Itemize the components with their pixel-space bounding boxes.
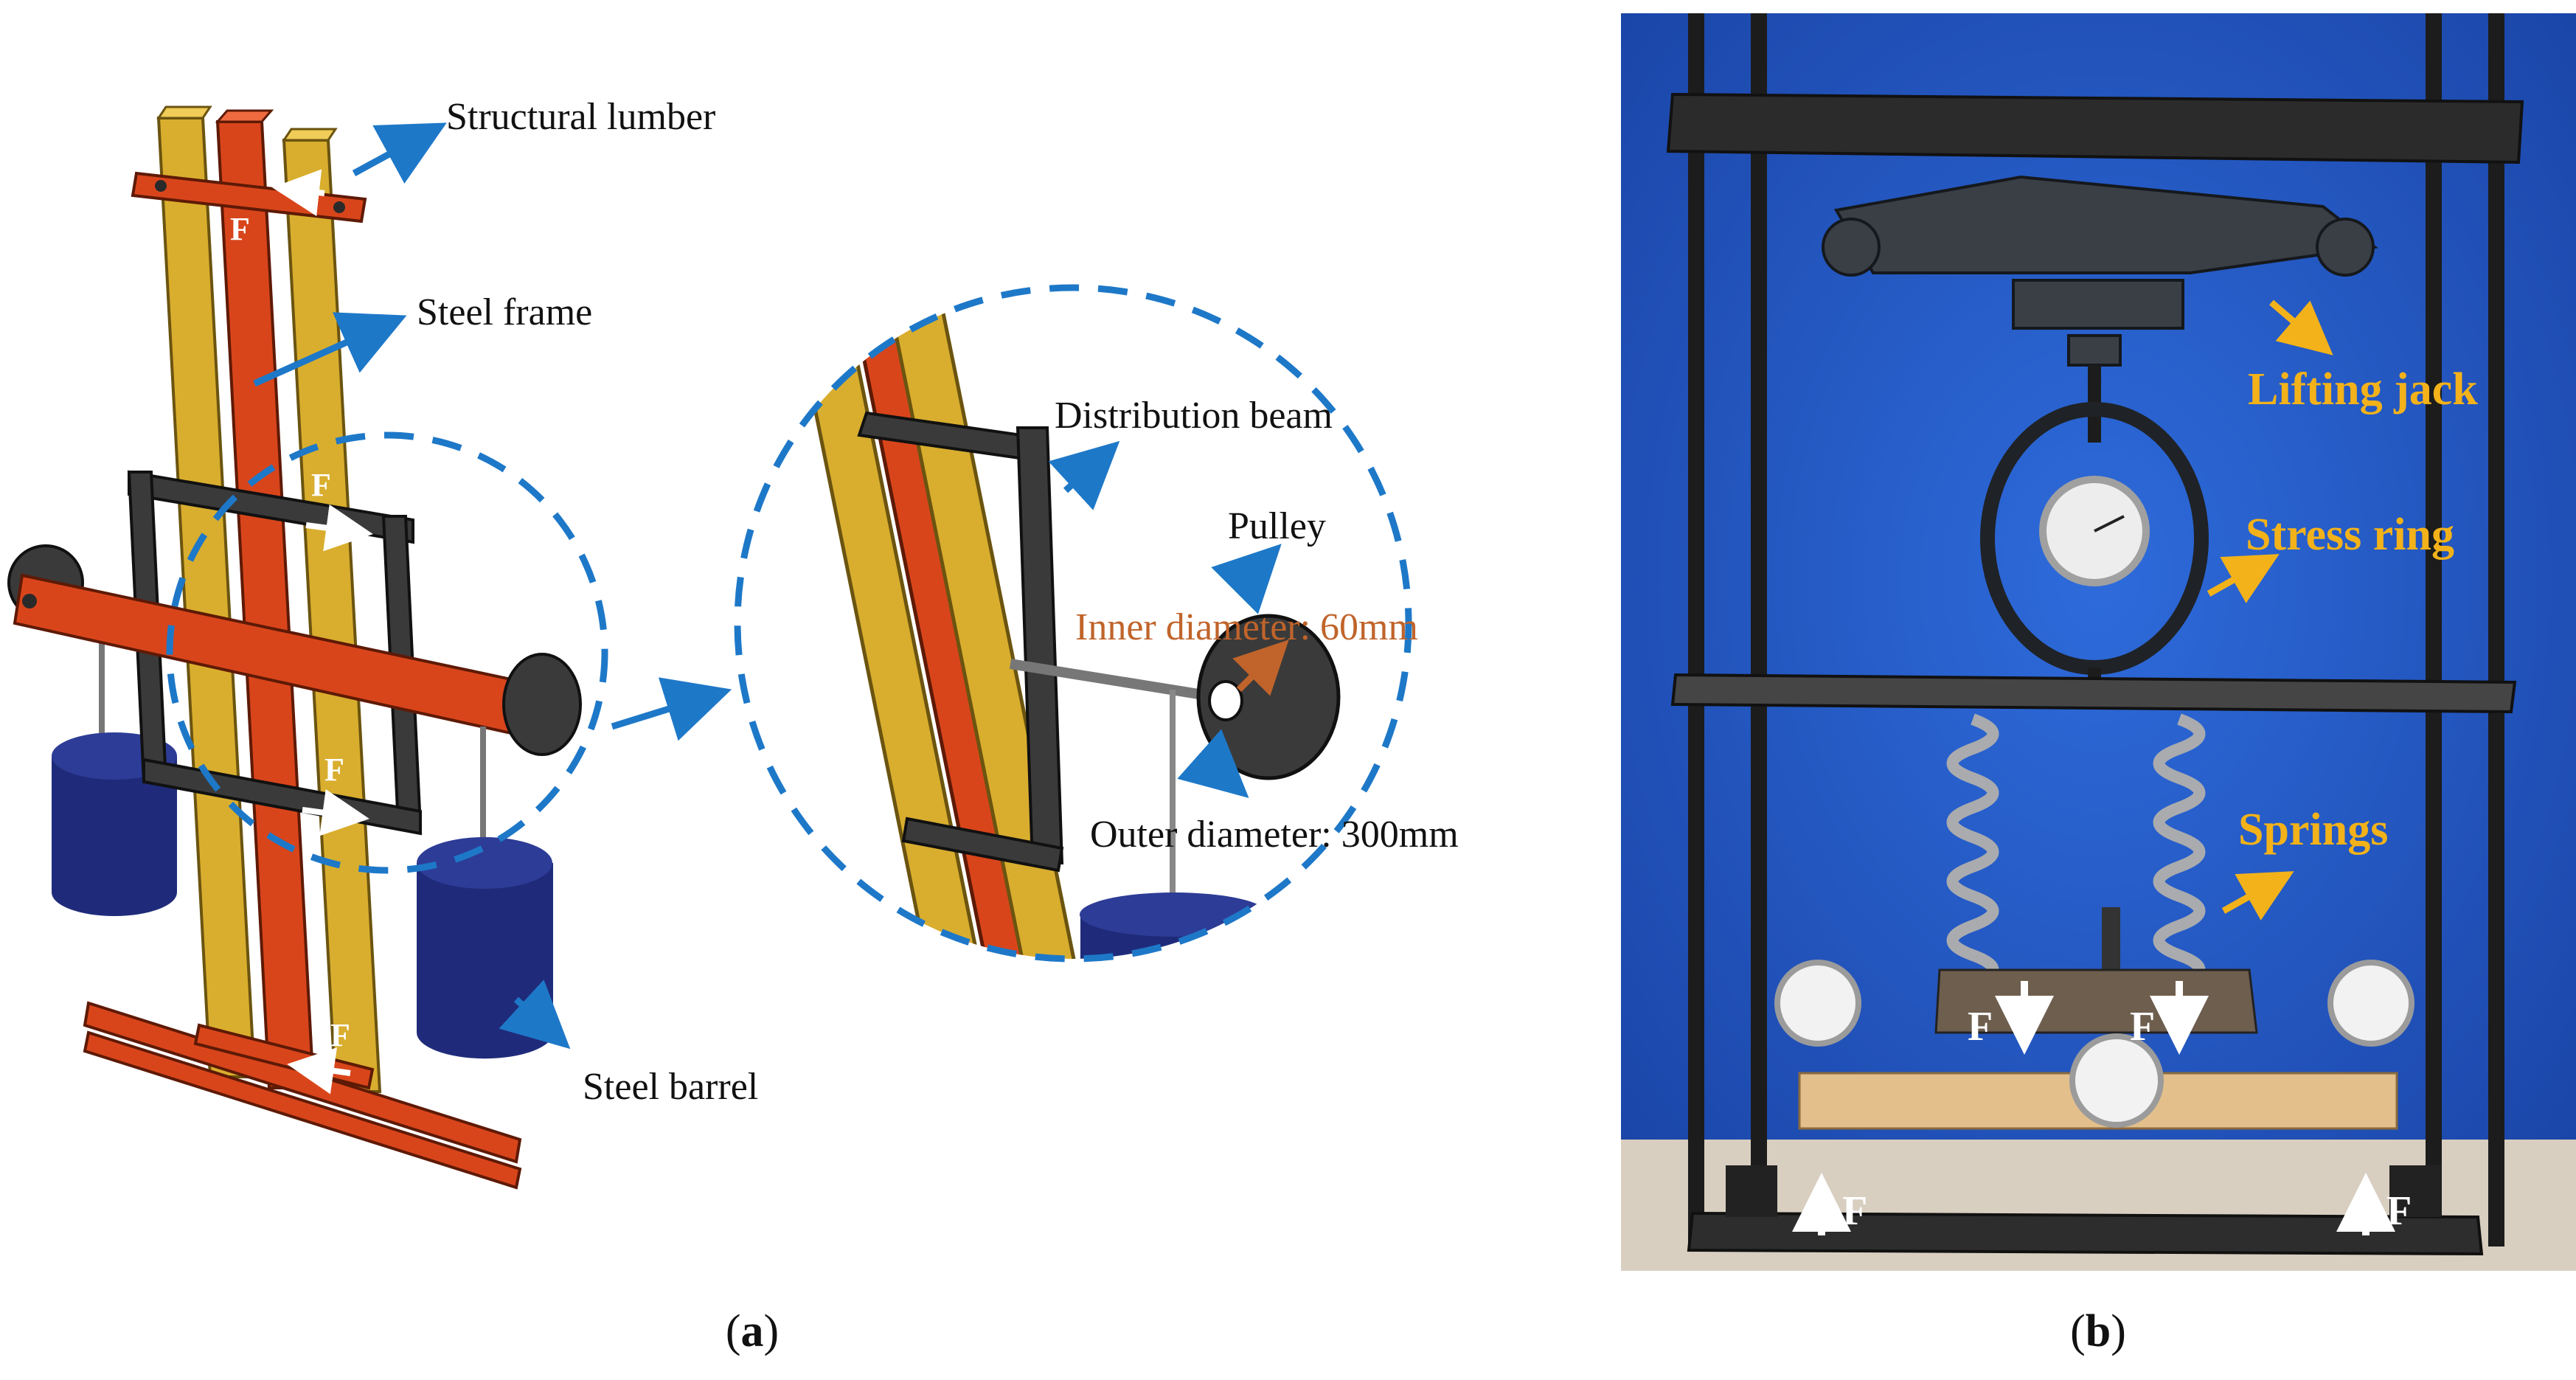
inner-diameter-arrow [1232, 639, 1289, 696]
stress-ring [1980, 365, 2209, 690]
middle-plate [1670, 673, 2517, 714]
force-arrows-b [1792, 981, 2395, 1235]
cross-beam [7, 544, 582, 756]
force-label: F [2130, 1004, 2155, 1050]
panel-a: F F F F [7, 96, 1459, 1356]
base-plate [1687, 1211, 2484, 1256]
force-label: F [324, 752, 344, 788]
caption-a: (a) [726, 1306, 779, 1356]
label-pulley: Pulley [1228, 505, 1326, 547]
label-stress-ring: Stress ring [2246, 510, 2454, 560]
threaded-rods [1688, 13, 2504, 1246]
force-label: F [1842, 1188, 1867, 1234]
dial-gauges [1774, 960, 2414, 1128]
caption-b: (b) [2070, 1306, 2126, 1356]
lifting-jack [1822, 175, 2378, 367]
center-bolt [2102, 907, 2120, 974]
force-arrows-a [272, 169, 373, 1095]
force-label: F [330, 1017, 350, 1053]
label-distribution-beam: Distribution beam [1055, 395, 1333, 437]
zoom-detail [734, 284, 1412, 963]
panel-b: F F F F Lifting jack Stress ring Springs… [1621, 13, 2576, 1356]
label-steel-barrel: Steel barrel [583, 1066, 758, 1108]
force-label: F [2386, 1188, 2412, 1234]
force-label: F [230, 211, 250, 247]
label-springs: Springs [2238, 805, 2388, 855]
label-inner-diameter: Inner diameter: 60mm [1075, 606, 1418, 648]
springs [1946, 713, 2206, 991]
force-label: F [1968, 1004, 1993, 1050]
zoom-arrow [611, 677, 732, 741]
top-plate [1666, 92, 2524, 164]
detail-highlight-circle [166, 431, 608, 874]
leader-arrows-b [2207, 299, 2333, 920]
force-label: F [311, 467, 331, 503]
leader-arrows-a [253, 122, 1282, 1050]
label-lifting-jack: Lifting jack [2248, 364, 2478, 415]
label-steel-frame: Steel frame [417, 291, 592, 333]
label-outer-diameter: Outer diameter: 300mm [1090, 814, 1459, 856]
steel-barrel-right [417, 727, 554, 1059]
label-structural-lumber: Structural lumber [446, 96, 715, 138]
